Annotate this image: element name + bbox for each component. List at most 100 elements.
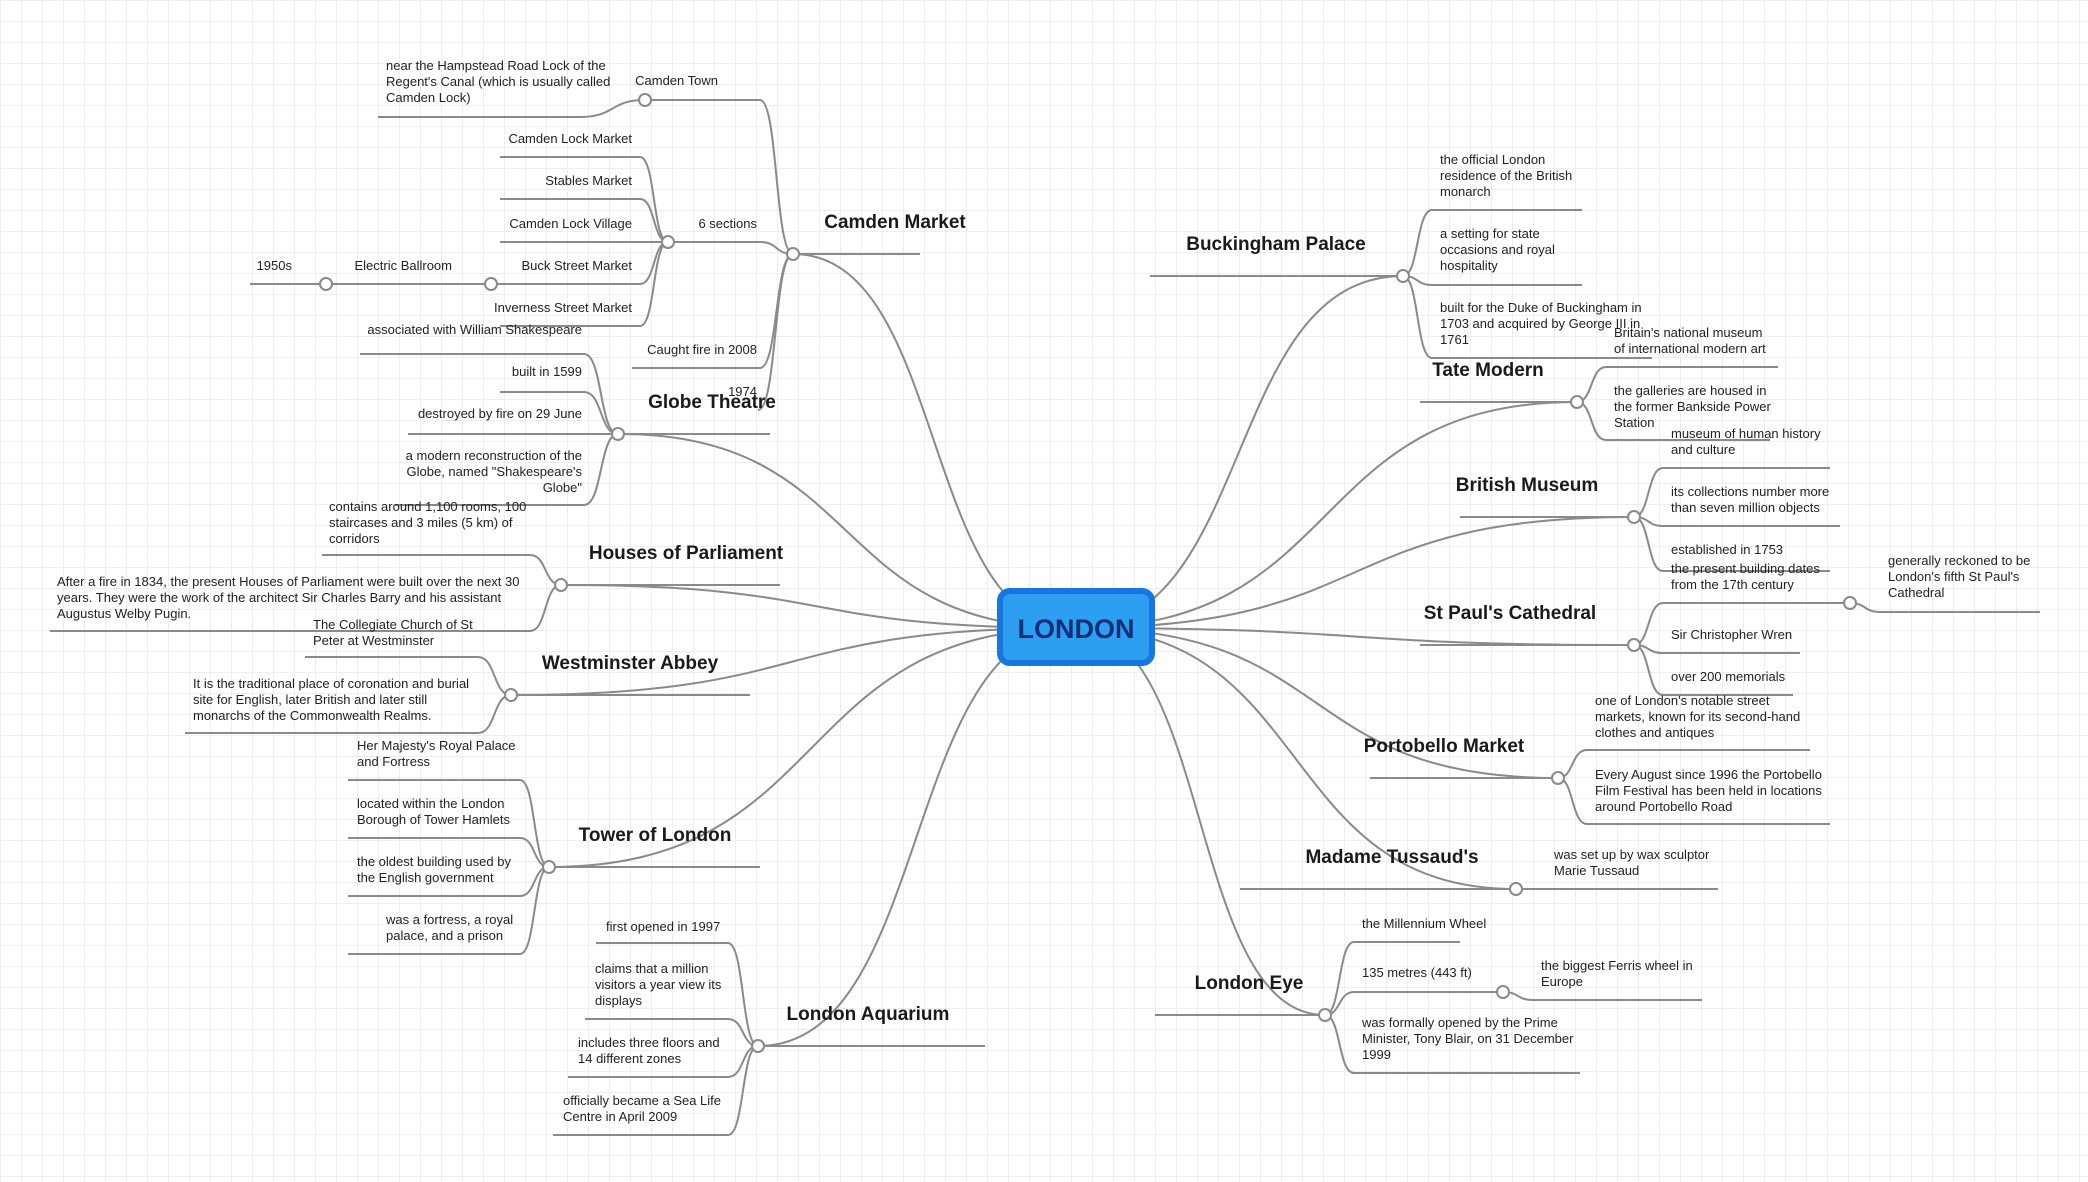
collapse-toggle-camden[interactable] [786, 247, 800, 261]
label-line: monarchs of the Commonwealth Realms. [193, 708, 431, 723]
label-line: was a fortress, a royal [385, 912, 513, 927]
label-line: Her Majesty's Royal Palace [357, 738, 516, 753]
label-line: generally reckoned to be [1888, 553, 2030, 568]
label-line: After a fire in 1834, the present Houses… [57, 574, 519, 589]
leaf-aquarium: first opened in 1997 [606, 919, 720, 934]
connector [1402, 275, 1433, 359]
connector [1557, 777, 1588, 825]
collapse-toggle-parliament[interactable] [554, 578, 568, 592]
label-line: clothes and antiques [1595, 725, 1715, 740]
label-line: established in 1753 [1671, 542, 1783, 557]
topic-buckingham: Buckingham Palace [1186, 234, 1366, 255]
topic-parliament: Houses of Parliament [589, 543, 784, 564]
label-line: and culture [1671, 442, 1735, 457]
leaf-globe: built in 1599 [512, 364, 582, 379]
label-line: Regent's Canal (which is usually called [386, 74, 610, 89]
label-line: Borough of Tower Hamlets [357, 812, 510, 827]
connector [759, 253, 794, 369]
label-line: 14 different zones [578, 1051, 682, 1066]
leaf-section: Inverness Street Market [494, 300, 632, 315]
leaf-1950s: 1950s [257, 258, 293, 273]
root-box[interactable] [997, 588, 1155, 666]
connector [639, 241, 669, 327]
collapse-toggle-westminster[interactable] [504, 688, 518, 702]
collapse-toggle-tussauds[interactable] [1509, 882, 1523, 896]
root-node[interactable]: LONDON [997, 588, 1155, 666]
collapse-toggle[interactable] [319, 277, 333, 291]
label-line: the galleries are housed in [1614, 383, 1767, 398]
leaf-globe: associated with William Shakespeare [367, 322, 582, 337]
label-line: palace, and a prison [386, 928, 503, 943]
label-line: Minister, Tony Blair, on 31 December [1362, 1031, 1574, 1046]
label-line: contains around 1,100 rooms, 100 [329, 499, 526, 514]
connector [1576, 401, 1607, 441]
collapse-toggles[interactable] [319, 93, 1857, 1053]
collapse-toggle[interactable] [661, 235, 675, 249]
connector [529, 584, 562, 632]
collapse-toggle-buckingham[interactable] [1396, 269, 1410, 283]
label-line: residence of the British [1440, 168, 1572, 183]
branch-connector-tower [548, 627, 1076, 868]
root-label: LONDON [1018, 614, 1135, 644]
label-line: built in 1599 [512, 364, 582, 379]
label-line: Peter at Westminster [313, 633, 435, 648]
label-line: occasions and royal [1440, 242, 1555, 257]
topic-tate: Tate Modern [1432, 360, 1544, 381]
leaf-westminster-coronation: It is the traditional place of coronatio… [193, 676, 469, 723]
collapse-toggle-tate[interactable] [1570, 395, 1584, 409]
label-line: officially became a Sea Life [563, 1093, 721, 1108]
connector [1633, 467, 1664, 518]
label-line: and Fortress [357, 754, 430, 769]
label-line: includes three floors and [578, 1035, 720, 1050]
branch-connector-aquarium [757, 627, 1076, 1047]
collapse-toggle[interactable] [638, 93, 652, 107]
label-line: Film Festival has been held in locations [1595, 783, 1822, 798]
branch-connector-museum [1074, 516, 1635, 629]
collapse-toggle[interactable] [484, 277, 498, 291]
collapse-toggle-stpauls[interactable] [1627, 638, 1641, 652]
collapse-toggle-aquarium[interactable] [751, 1039, 765, 1053]
collapse-toggle-globe[interactable] [611, 427, 625, 441]
label-line: Britain's national museum [1614, 325, 1762, 340]
topic-globe: Globe Theatre [648, 392, 776, 413]
label-line: Sir Christopher Wren [1671, 627, 1792, 642]
collapse-toggle-portobello[interactable] [1551, 771, 1565, 785]
leaf-stpauls: Sir Christopher Wren [1671, 627, 1792, 642]
leaf-eye: the Millennium Wheel [1362, 916, 1486, 931]
label-line: the Millennium Wheel [1362, 916, 1486, 931]
label-line: 1999 [1362, 1047, 1391, 1062]
label-line: its collections number more [1671, 484, 1829, 499]
collapse-toggle[interactable] [1843, 596, 1857, 610]
connector [1324, 1014, 1355, 1074]
label-line: London's fifth St Paul's [1888, 569, 2020, 584]
connector [579, 99, 646, 118]
collapse-toggle-tower[interactable] [542, 860, 556, 874]
label-line: was formally opened by the Prime [1361, 1015, 1558, 1030]
branch-connector-eye [1074, 627, 1326, 1016]
leaf-section: Buck Street Market [521, 258, 632, 273]
collapse-toggle-eye[interactable] [1318, 1008, 1332, 1022]
label-line: over 200 memorials [1671, 669, 1786, 684]
label-line: first opened in 1997 [606, 919, 720, 934]
branch-connector-buckingham [1074, 275, 1404, 629]
label-line: associated with William Shakespeare [367, 322, 582, 337]
collapse-toggle-museum[interactable] [1627, 510, 1641, 524]
label-line: a setting for state [1440, 226, 1540, 241]
leaf-eye: 135 metres (443 ft) [1362, 965, 1472, 980]
label-line: years. They were the work of the archite… [57, 590, 502, 605]
branch-connector-globe [617, 433, 1076, 629]
collapse-toggle[interactable] [1496, 985, 1510, 999]
